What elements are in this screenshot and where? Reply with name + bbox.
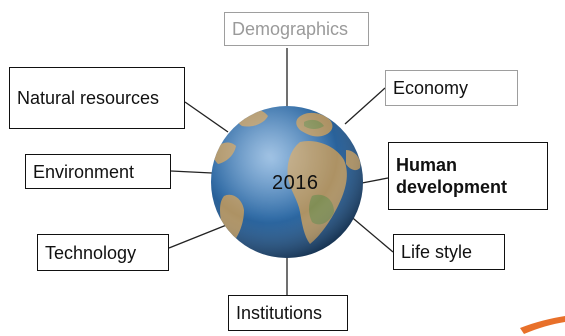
accent-swoosh xyxy=(520,316,565,334)
line-human-development xyxy=(361,177,389,184)
globe-icon xyxy=(211,106,363,258)
factor-box-demographics: Demographics xyxy=(224,12,369,46)
factor-box-natural-resources: Natural resources xyxy=(9,67,185,129)
factor-box-economy: Economy xyxy=(385,70,518,106)
factor-box-technology: Technology xyxy=(37,234,169,271)
line-natural-resources xyxy=(184,101,229,133)
factor-box-human-development: Human development xyxy=(388,142,548,210)
year-label: 2016 xyxy=(272,172,319,194)
factor-box-environment: Environment xyxy=(25,154,171,189)
factor-box-life-style: Life style xyxy=(393,234,505,270)
line-life-style xyxy=(347,213,394,253)
factor-box-institutions: Institutions xyxy=(228,295,348,331)
line-economy xyxy=(344,87,386,125)
line-environment xyxy=(170,170,213,174)
line-technology xyxy=(168,221,235,249)
connector-lines xyxy=(168,48,394,295)
